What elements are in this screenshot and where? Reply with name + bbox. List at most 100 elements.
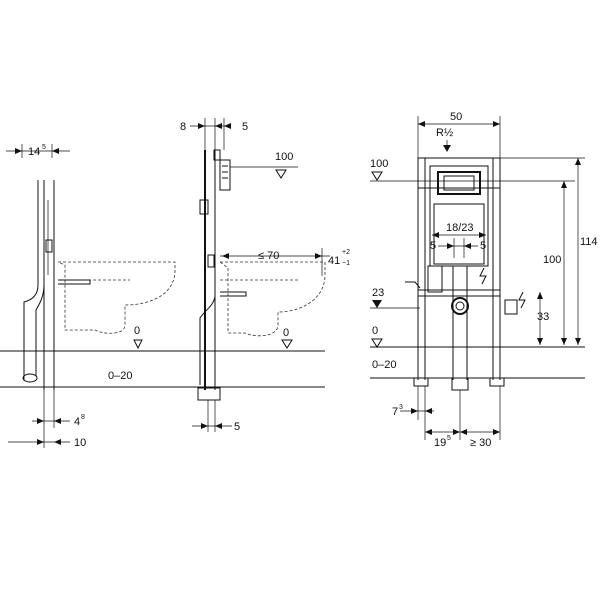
left-top-dim-label: 14	[28, 146, 40, 158]
arrow-icon	[464, 243, 471, 249]
front-width: 50	[450, 111, 462, 123]
front-bottom-19: 19	[434, 437, 446, 449]
front-cistern	[429, 165, 489, 267]
front-level-23: 23	[372, 287, 384, 299]
arrow-icon	[15, 148, 22, 154]
front-flush-plate	[437, 171, 481, 195]
arrow-icon	[561, 181, 567, 188]
left-floor-zero: 0	[134, 325, 140, 337]
lightning-icon	[479, 267, 487, 285]
side-bracket	[207, 254, 215, 268]
side-height-41-plus: +2	[342, 249, 350, 256]
front-bottom-7: 7	[392, 406, 398, 418]
front-thread: R½	[436, 127, 453, 139]
level-marker-icon	[275, 169, 287, 179]
front-bottom-7-sup: 3	[399, 404, 403, 411]
left-bottom-dim1-sup: 8	[81, 414, 85, 421]
side-level-100: 100	[275, 151, 293, 163]
level-marker-icon	[371, 338, 383, 348]
side-toilet-outline	[218, 261, 326, 337]
left-bolt	[58, 279, 91, 285]
side-bracket	[199, 199, 209, 215]
side-reach: ≤ 70	[258, 250, 279, 262]
arrow-icon	[37, 439, 44, 445]
arrow-icon	[537, 338, 543, 345]
front-height-100: 100	[543, 254, 561, 266]
lightning-icon	[518, 291, 526, 309]
front-floor-zero: 0	[372, 325, 378, 337]
left-top-dim-sup: 5	[42, 144, 46, 151]
left-drain-pipe	[23, 284, 39, 380]
side-height-41: 41	[328, 255, 340, 267]
front-water-inlet	[405, 281, 421, 289]
arrow-icon	[224, 123, 231, 129]
arrow-icon	[54, 418, 61, 424]
front-floor-range: 0–20	[372, 359, 396, 371]
side-drain	[199, 294, 216, 385]
arrow-icon	[54, 439, 61, 445]
arrow-icon	[537, 292, 543, 299]
front-level-100: 100	[370, 158, 388, 170]
arrow-icon	[52, 148, 59, 154]
arrow-icon	[425, 429, 432, 435]
arrow-icon	[575, 158, 581, 165]
front-spacing: 18/23	[446, 222, 474, 234]
front-drain-end	[451, 377, 469, 391]
side-foot	[197, 387, 221, 401]
arrow-icon	[315, 253, 322, 259]
front-flush-button	[443, 175, 475, 191]
arrow-icon	[453, 429, 460, 435]
arrow-icon	[37, 418, 44, 424]
front-drain-inner	[455, 301, 465, 311]
arrow-icon	[447, 243, 454, 249]
front-foot	[489, 377, 505, 387]
arrow-icon	[425, 408, 432, 414]
front-bottom-30: ≥ 30	[470, 437, 491, 449]
arrow-icon	[479, 232, 486, 238]
side-height-41-minus: −1	[342, 260, 350, 267]
side-view: 8 5 100 ≤ 70 41 +2 −1	[175, 118, 350, 433]
front-height-114: 114	[580, 236, 598, 248]
left-toilet-outline	[57, 261, 176, 334]
front-socket	[504, 299, 518, 315]
front-left-5: 5	[430, 240, 436, 252]
level-marker-icon	[281, 339, 293, 349]
left-view: 14 5 0 0–20 4 8 10	[0, 144, 176, 449]
left-drain-end	[22, 373, 38, 383]
left-bottom-dim2: 10	[74, 437, 86, 449]
front-right-5: 5	[480, 240, 486, 252]
arrow-icon	[215, 123, 222, 129]
level-marker-icon	[371, 171, 383, 181]
left-bottom-dim1: 4	[74, 416, 80, 428]
arrow-icon	[418, 121, 425, 127]
arrow-icon	[460, 429, 467, 435]
side-floor-zero: 0	[283, 327, 289, 339]
arrow-icon	[201, 423, 208, 429]
arrow-icon	[215, 423, 222, 429]
left-bracket	[45, 239, 53, 253]
front-valve	[427, 265, 443, 293]
front-height-33: 33	[537, 311, 549, 323]
arrow-icon	[493, 429, 500, 435]
arrow-icon	[561, 338, 567, 345]
front-drain-ring	[451, 297, 469, 315]
front-bottom-19-sup: 5	[447, 435, 451, 442]
side-top-right: 5	[242, 121, 248, 133]
side-bolt	[220, 291, 247, 297]
arrow-icon	[575, 338, 581, 345]
side-top-left: 8	[180, 121, 186, 133]
front-tank-body	[433, 203, 485, 265]
front-foot	[413, 377, 429, 387]
level-marker-icon	[133, 339, 143, 350]
side-bottom-right: 5	[234, 421, 240, 433]
arrow-icon	[411, 408, 418, 414]
side-top-cap	[213, 149, 221, 161]
left-drain-pipe	[35, 284, 45, 376]
front-view: 50 R½ 18/23 5 5	[370, 111, 598, 449]
arrow-icon	[198, 123, 205, 129]
level-marker-filled-icon	[372, 300, 382, 308]
arrow-icon	[432, 232, 439, 238]
left-floor-range: 0–20	[108, 370, 132, 382]
